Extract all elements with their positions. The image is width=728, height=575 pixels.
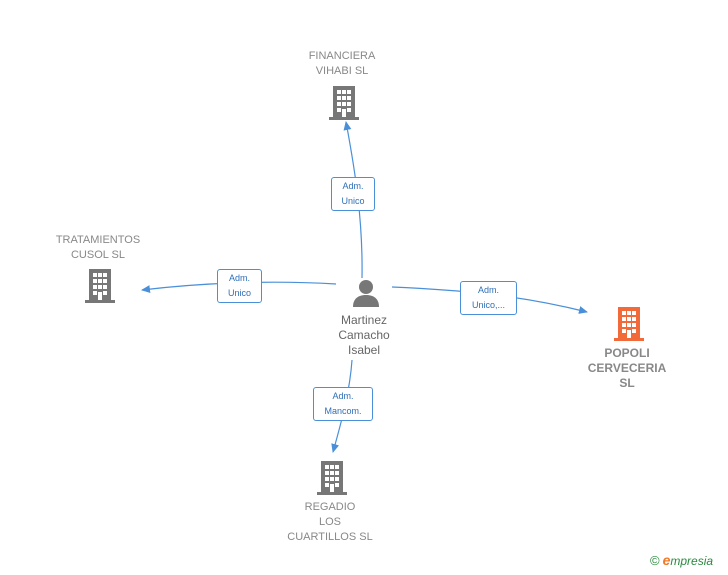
edge-label-line: Adm. <box>228 273 250 283</box>
node-label-line: VIHABI SL <box>315 65 369 77</box>
node-label-line: Isabel <box>347 343 381 357</box>
node-label-financiera[interactable]: FINANCIERA VIHABI SL <box>292 49 392 79</box>
copyright-icon: © <box>650 553 660 568</box>
brand-logo: ©empresia <box>650 552 713 568</box>
node-label-line: CERVECERIA <box>587 361 667 375</box>
building-icon-focus[interactable] <box>613 306 645 342</box>
node-label-line: SL <box>619 376 635 390</box>
edge-label-financiera[interactable]: Adm. Unico <box>331 177 375 211</box>
edge-label-line: Unico <box>341 196 365 206</box>
building-icon[interactable] <box>84 268 116 304</box>
node-label-line: Martinez <box>340 313 387 327</box>
node-label-line: CUARTILLOS SL <box>287 531 373 543</box>
edge-label-line: Unico <box>227 288 251 298</box>
node-label-person[interactable]: Martinez Camacho Isabel <box>314 313 414 358</box>
brand-initial: e <box>662 552 671 568</box>
person-icon[interactable] <box>350 278 382 308</box>
edge-label-popoli[interactable]: Adm. Unico,... <box>460 281 517 315</box>
edge-label-line: Unico,... <box>471 300 505 310</box>
building-icon[interactable] <box>328 85 360 121</box>
building-icon[interactable] <box>316 460 348 496</box>
brand-name: mpresia <box>670 554 714 568</box>
edge-label-line: Mancom. <box>324 406 362 416</box>
node-label-tratamientos[interactable]: TRATAMIENTOS CUSOL SL <box>48 233 148 263</box>
node-label-line: REGADIO <box>304 501 356 513</box>
node-label-line: FINANCIERA <box>308 50 376 62</box>
node-label-regadio[interactable]: REGADIO LOS CUARTILLOS SL <box>280 500 380 545</box>
edge-label-line: Adm. <box>342 181 364 191</box>
edge-label-tratamientos[interactable]: Adm. Unico <box>217 269 262 303</box>
node-label-line: POPOLI <box>604 346 650 360</box>
node-label-line: Camacho <box>338 328 390 342</box>
node-label-popoli[interactable]: POPOLI CERVECERIA SL <box>577 346 677 391</box>
node-label-line: TRATAMIENTOS <box>55 234 141 246</box>
node-label-line: CUSOL SL <box>70 249 125 261</box>
edge-label-regadio[interactable]: Adm. Mancom. <box>313 387 373 421</box>
edge-label-line: Adm. <box>332 391 354 401</box>
edge-label-line: Adm. <box>477 285 499 295</box>
node-label-line: LOS <box>318 516 341 528</box>
